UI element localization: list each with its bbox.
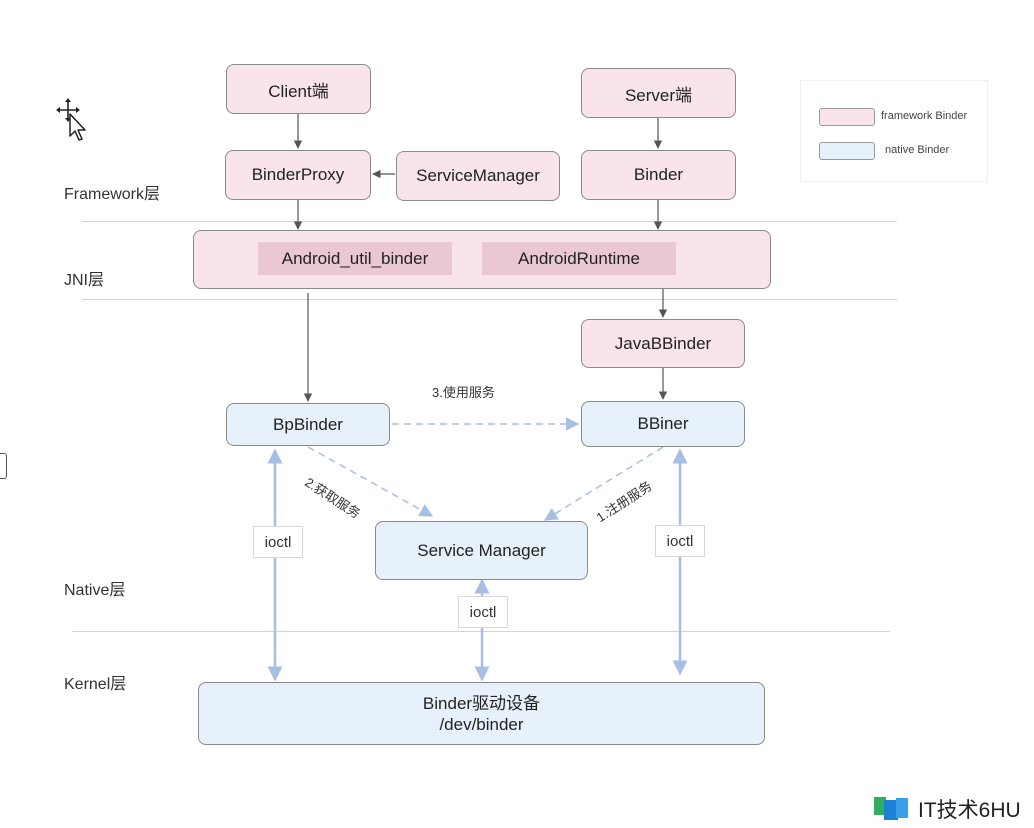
ioctl-label-bpbinder: ioctl bbox=[253, 526, 303, 558]
service-manager-framework-box: ServiceManager bbox=[396, 151, 560, 201]
android-runtime-label: AndroidRuntime bbox=[482, 242, 676, 275]
binder-driver-path: /dev/binder bbox=[439, 714, 524, 734]
ioctl-label-bbiner: ioctl bbox=[655, 525, 705, 557]
client-box: Client端 bbox=[226, 64, 371, 114]
binder-proxy-box: BinderProxy bbox=[225, 150, 371, 200]
framework-jni-separator bbox=[82, 221, 897, 222]
left-edge-fragment bbox=[0, 453, 7, 479]
legend-label-native: native Binder bbox=[885, 144, 950, 156]
service-manager-native-box: Service Manager bbox=[375, 521, 588, 580]
move-cursor-icon bbox=[54, 98, 90, 149]
layer-label-kernel: Kernel层 bbox=[64, 676, 127, 693]
layer-label-jni: JNI层 bbox=[64, 272, 105, 289]
bbiner-box: BBiner bbox=[581, 401, 745, 447]
server-box: Server端 bbox=[581, 68, 736, 118]
binder-box: Binder bbox=[581, 150, 736, 200]
jni-native-separator bbox=[82, 299, 897, 300]
legend-swatch-native bbox=[819, 142, 875, 160]
watermark: IT技术6HU bbox=[872, 794, 1021, 824]
bp-binder-box: BpBinder bbox=[226, 403, 390, 446]
layer-label-framework: Framework层 bbox=[64, 186, 161, 203]
legend-swatch-framework bbox=[819, 108, 875, 126]
watermark-text: IT技术6HU bbox=[918, 799, 1021, 822]
java-bbinder-box: JavaBBinder bbox=[581, 319, 745, 368]
use-service-label: 3.使用服务 bbox=[432, 385, 495, 400]
legend-label-framework: framework Binder bbox=[881, 110, 968, 122]
watermark-logo-icon bbox=[874, 797, 908, 820]
legend: framework Binder native Binder bbox=[800, 80, 988, 182]
layer-label-native: Native层 bbox=[64, 582, 126, 599]
binder-driver-box: Binder驱动设备 /dev/binder bbox=[198, 682, 765, 745]
android-util-binder-label: Android_util_binder bbox=[258, 242, 452, 275]
ioctl-label-servicemanager: ioctl bbox=[458, 596, 508, 628]
binder-driver-title: Binder驱动设备 bbox=[422, 693, 541, 713]
